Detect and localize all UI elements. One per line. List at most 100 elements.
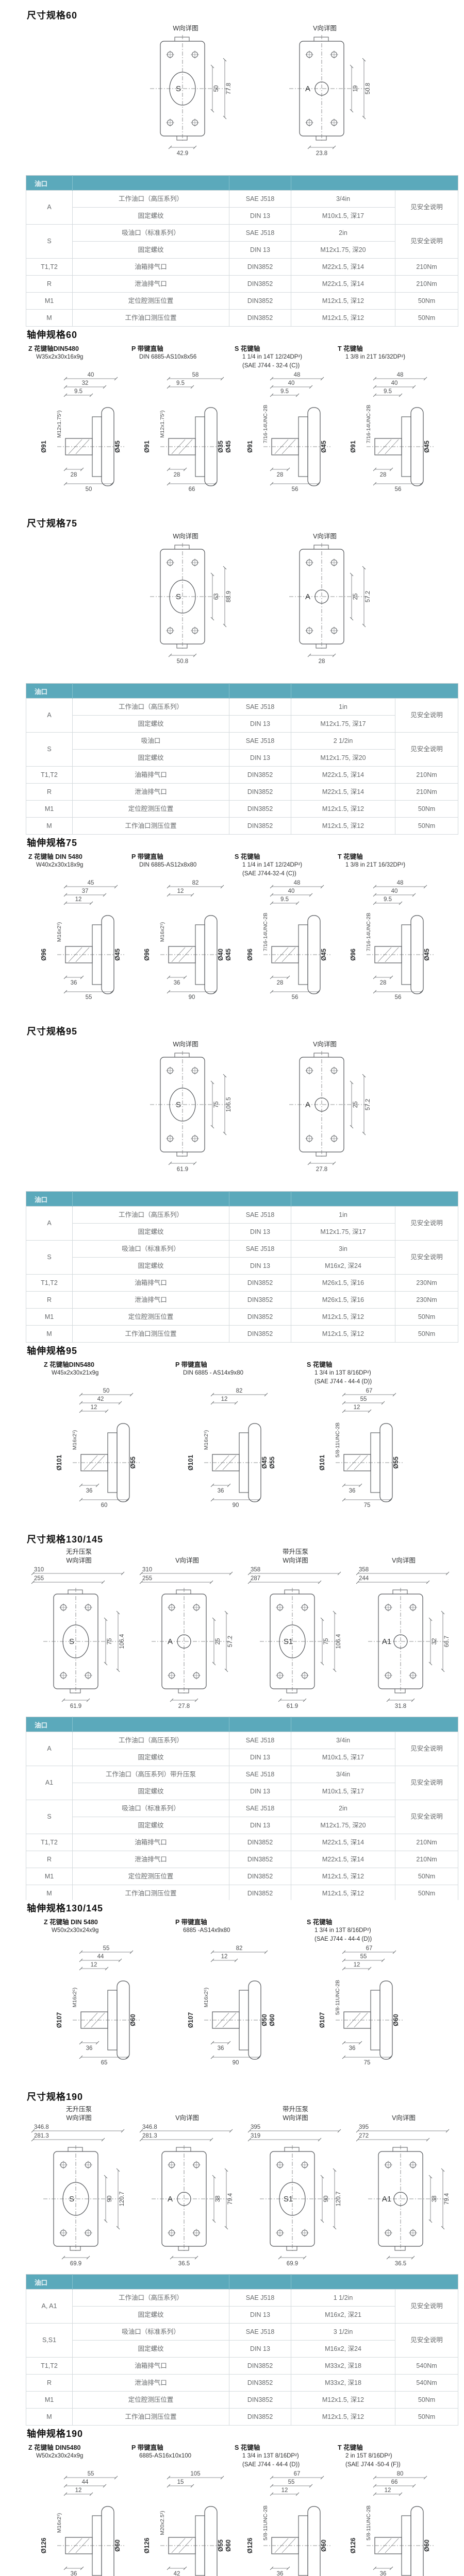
port-size-cell: M16x2, 深24 bbox=[291, 1257, 395, 1275]
ports-header-row: 油口 bbox=[26, 1191, 458, 1207]
dim-bottom: 61.9 bbox=[287, 1703, 298, 1709]
dim-right-inner: 32 bbox=[432, 1638, 438, 1645]
shaft-thread-label: M12x1.75¹) bbox=[56, 410, 62, 437]
port-letter: S1 bbox=[284, 2195, 293, 2204]
shaft-type-label: P 带键直轴 bbox=[175, 1919, 207, 1926]
port-desc-line: 油箱排气口 bbox=[135, 771, 167, 778]
port-desc-cell: 固定螺纹 bbox=[72, 1783, 229, 1800]
shaft-dim-top-1: 66 bbox=[391, 2479, 398, 2485]
shaft-spec-lines: 1 3/4 in 13T 8/16DP²)(SAE J744 - 44-4 (D… bbox=[314, 1926, 410, 1945]
port-desc-line: 工作油口（高压系列） bbox=[118, 1736, 183, 1744]
dim-right-inner: 75 bbox=[323, 1638, 329, 1645]
dim-right-inner: 25 bbox=[353, 1101, 359, 1108]
shaft-thread-label: 5/8-11UNC-2B bbox=[366, 2505, 372, 2540]
shaft-type-label: Z 花键轴 DIN5480 bbox=[28, 2444, 81, 2451]
shaft-spec-lines: 2 in 15T 8/16DP²)(SAE J744 -50-4 (F)) bbox=[345, 2452, 441, 2470]
port-letter: S bbox=[69, 1637, 74, 1646]
shaft-type-label: Z 花键轴 DIN 5480 bbox=[44, 1919, 98, 1926]
shaft-spec-line: 1 1/4 in 14T 12/24DP²) bbox=[242, 354, 303, 360]
port-torque-cell: 50Nm bbox=[395, 1308, 458, 1326]
shaft-left-diameter: Ø101 bbox=[319, 1455, 326, 1471]
port-desc-cell: 定位腔测压位置 bbox=[72, 292, 229, 310]
port-standard-cell: DIN3852 bbox=[229, 1868, 291, 1885]
port-desc-cell: 工作油口测压位置 bbox=[72, 2408, 229, 2426]
shaft-spec-line: (SAE J744-32-4 (C)) bbox=[242, 871, 296, 877]
port-desc-cell: 工作油口（高压系列） bbox=[72, 1732, 229, 1749]
port-desc-line: 固定螺纹 bbox=[138, 212, 164, 219]
shaft-thread-label: M16x2¹) bbox=[203, 1988, 209, 2008]
ports-header-standard bbox=[229, 1717, 291, 1732]
port-letter: S1 bbox=[284, 1637, 293, 1646]
shaft-dim-bottom-total: 56 bbox=[292, 994, 299, 1001]
port-desc-line: 固定螺纹 bbox=[138, 2345, 164, 2352]
port-size-cell: M10x1.5, 深17 bbox=[291, 207, 395, 225]
port-torque-cell: 540Nm bbox=[395, 2357, 458, 2375]
port-standard-cell: DIN 13 bbox=[229, 1817, 291, 1834]
dim-right-outer: 66.7 bbox=[444, 1636, 450, 1647]
view-header-line: V向详图 bbox=[175, 2114, 199, 2122]
shaft-spec-lines: DIN 6885-AS12x8x80 bbox=[139, 861, 235, 879]
port-standard-cell: SAE J518 bbox=[229, 1732, 291, 1749]
shaft-spec-lines: W35x2x30x16x9g bbox=[36, 353, 131, 371]
shaft-dim-top-0: 48 bbox=[294, 880, 301, 886]
port-cell: A bbox=[26, 1206, 73, 1241]
shaft-left-diameter: Ø126 bbox=[246, 2538, 254, 2554]
view-header-line: 带升压泵 bbox=[282, 2106, 308, 2113]
port-size-cell: 1in bbox=[291, 1206, 395, 1224]
shaft-right-diameter-1: Ø45 bbox=[225, 948, 232, 961]
shaft-dim-top-1: 55 bbox=[360, 1954, 367, 1960]
shaft-type-label: P 带键直轴 bbox=[175, 1361, 207, 1368]
shaft-right-diameter-0: Ø45 bbox=[320, 948, 327, 961]
shaft-right-diameter-0: Ø35 bbox=[217, 440, 224, 453]
port-torque-cell: 见安全说明 bbox=[395, 1206, 458, 1241]
ports-header-size bbox=[291, 683, 458, 699]
section-title: 尺寸规格60 bbox=[27, 10, 78, 21]
view-header: V向详图 bbox=[271, 24, 379, 33]
port-desc-line: 固定螺纹 bbox=[138, 1753, 164, 1761]
dim-top-0: 310 bbox=[34, 1567, 44, 1573]
section-title: 轴伸规格190 bbox=[27, 2429, 84, 2439]
port-size-cell: M22x1.5, 深14 bbox=[291, 1851, 395, 1868]
dim-right-inner: 63 bbox=[213, 594, 220, 600]
shaft-type-label: S 花键轴 bbox=[235, 345, 260, 352]
shaft-dim-top-0: 55 bbox=[103, 1945, 110, 1952]
shaft-dim-bottom-small: 36 bbox=[349, 1488, 356, 1494]
shaft-dim-top-2: 9.5 bbox=[384, 388, 392, 395]
dim-bottom: 50.8 bbox=[177, 658, 188, 665]
shaft-spec-line: W50x2x30x24x9g bbox=[36, 2453, 84, 2459]
shaft-dim-bottom-small: 28 bbox=[277, 472, 284, 478]
dim-bottom: 27.8 bbox=[316, 1166, 327, 1173]
port-standard-cell: SAE J518 bbox=[229, 2289, 291, 2307]
shaft-right-diameter-0: Ø45 bbox=[114, 948, 121, 961]
shaft-dim-top-2: 12 bbox=[281, 2487, 288, 2494]
port-standard-cell: DIN3852 bbox=[229, 1291, 291, 1309]
port-torque-cell: 见安全说明 bbox=[395, 224, 458, 259]
port-desc-line: 工作油口（高压系列） bbox=[118, 703, 183, 710]
ports-table-head: 油口 bbox=[26, 175, 458, 191]
shaft-left-diameter: Ø101 bbox=[187, 1455, 194, 1471]
port-torque-cell: 见安全说明 bbox=[395, 698, 458, 733]
port-desc-cell: 油箱排气口 bbox=[72, 766, 229, 784]
shaft-type-label: Z 花键轴DIN5480 bbox=[28, 345, 79, 352]
